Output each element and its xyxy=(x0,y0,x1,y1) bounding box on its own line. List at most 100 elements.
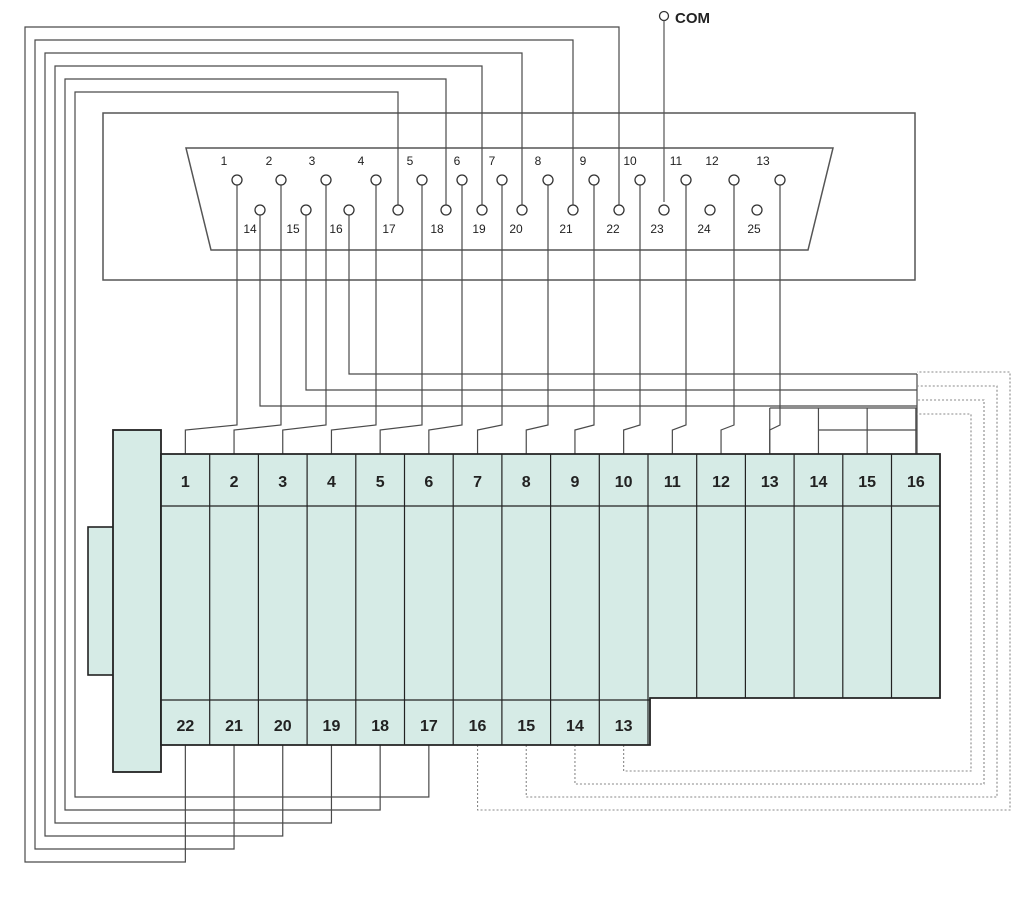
db25-pin xyxy=(567,204,579,216)
signal-wire xyxy=(671,185,687,454)
db25-pin xyxy=(440,204,452,216)
db25-pin xyxy=(320,174,332,186)
wires xyxy=(24,26,918,863)
signal-wire xyxy=(74,91,430,798)
signal-wire xyxy=(720,185,735,454)
connector-housing xyxy=(102,112,916,281)
db25-pin xyxy=(728,174,740,186)
com-terminal xyxy=(658,10,670,22)
db25-pin xyxy=(392,204,404,216)
db25-pin-label: 7 xyxy=(489,154,496,168)
terminal-top-label: 4 xyxy=(327,474,336,491)
db25-pin-label: 25 xyxy=(747,222,761,236)
signal-wire xyxy=(282,185,327,454)
signal-wire xyxy=(379,185,423,454)
terminal-bottom-label: 16 xyxy=(469,718,487,735)
signal-wire xyxy=(525,185,549,454)
db25-pin xyxy=(588,174,600,186)
db25-pin xyxy=(516,204,528,216)
db25-pin-label: 11 xyxy=(670,154,683,168)
terminal-top-label: 5 xyxy=(376,474,385,491)
jumper-wire xyxy=(574,399,985,785)
db25-pin xyxy=(231,174,243,186)
db25-pin-label: 2 xyxy=(266,154,273,168)
signal-wire xyxy=(769,185,781,454)
signal-wire xyxy=(623,185,641,454)
db25-pin-label: 3 xyxy=(309,154,316,168)
db25-pin-label: 24 xyxy=(697,222,711,236)
db25-pin xyxy=(751,204,763,216)
terminal-bottom-label: 17 xyxy=(420,718,438,735)
db25-pin-label: 14 xyxy=(243,222,257,236)
db25-pin xyxy=(634,174,646,186)
terminal-top-label: 3 xyxy=(278,474,287,491)
terminal-top-label: 16 xyxy=(907,474,925,491)
db25-pin-label: 1 xyxy=(221,154,228,168)
db25-pin xyxy=(456,174,468,186)
signal-wire xyxy=(305,215,917,391)
terminal-bottom-label: 20 xyxy=(274,718,292,735)
com-label: COM xyxy=(675,10,710,27)
signal-wire xyxy=(259,215,917,407)
db25-pin xyxy=(343,204,355,216)
signal-wire xyxy=(24,26,620,863)
signal-wire xyxy=(34,39,574,850)
terminal-top-label: 14 xyxy=(810,474,828,491)
db25-pin-label: 20 xyxy=(509,222,523,236)
db25-pin-label: 12 xyxy=(705,154,719,168)
db25-pin-label: 16 xyxy=(329,222,343,236)
signal-wire xyxy=(428,185,463,454)
db25-pin xyxy=(300,204,312,216)
db25-pin xyxy=(658,204,670,216)
terminal-bottom-label: 22 xyxy=(176,718,194,735)
terminal-top-label: 15 xyxy=(858,474,876,491)
db25-pin xyxy=(613,204,625,216)
db25-pin-label: 17 xyxy=(382,222,396,236)
signal-wire xyxy=(574,185,595,454)
jumper-wire xyxy=(477,371,1011,811)
db25-pin-label: 10 xyxy=(623,154,637,168)
terminal-top-label: 2 xyxy=(230,474,239,491)
terminal-top-label: 10 xyxy=(615,474,633,491)
signal-wire xyxy=(54,65,483,824)
block-mount xyxy=(112,429,162,773)
signal-wire xyxy=(44,52,523,837)
signal-wire xyxy=(330,185,377,454)
db25-pin-label: 15 xyxy=(286,222,300,236)
db25-pin xyxy=(254,204,266,216)
db25-pin xyxy=(476,204,488,216)
dashed-wires xyxy=(477,371,1011,811)
terminal-top-label: 1 xyxy=(181,474,190,491)
db25-pin-label: 18 xyxy=(430,222,444,236)
block-mount-flange xyxy=(87,526,115,676)
db25-pin-label: 22 xyxy=(606,222,620,236)
terminal-top-label: 9 xyxy=(570,474,579,491)
terminal-top-label: 11 xyxy=(664,474,681,491)
db25-pin-label: 23 xyxy=(650,222,664,236)
signal-wire xyxy=(348,215,917,375)
terminal-top-label: 12 xyxy=(712,474,730,491)
db25-pin-label: 8 xyxy=(535,154,542,168)
terminal-bottom-label: 13 xyxy=(615,718,633,735)
terminal-top-label: 7 xyxy=(473,474,482,491)
jumper-wire xyxy=(525,385,998,798)
db25-pin xyxy=(275,174,287,186)
signal-wire xyxy=(184,185,238,454)
db25-pin-label: 6 xyxy=(454,154,461,168)
signal-wire xyxy=(233,185,282,454)
terminal-top-label: 8 xyxy=(522,474,531,491)
db25-pin-label: 13 xyxy=(756,154,770,168)
db25-pin-label: 21 xyxy=(559,222,573,236)
db25-pin xyxy=(774,174,786,186)
signal-wire xyxy=(476,185,503,454)
terminal-bottom-label: 18 xyxy=(371,718,389,735)
terminal-top-label: 6 xyxy=(424,474,433,491)
terminal-bottom-label: 19 xyxy=(323,718,341,735)
terminal-bottom-label: 21 xyxy=(225,718,243,735)
db25-pin xyxy=(416,174,428,186)
db25-pin xyxy=(496,174,508,186)
db25-pin xyxy=(370,174,382,186)
